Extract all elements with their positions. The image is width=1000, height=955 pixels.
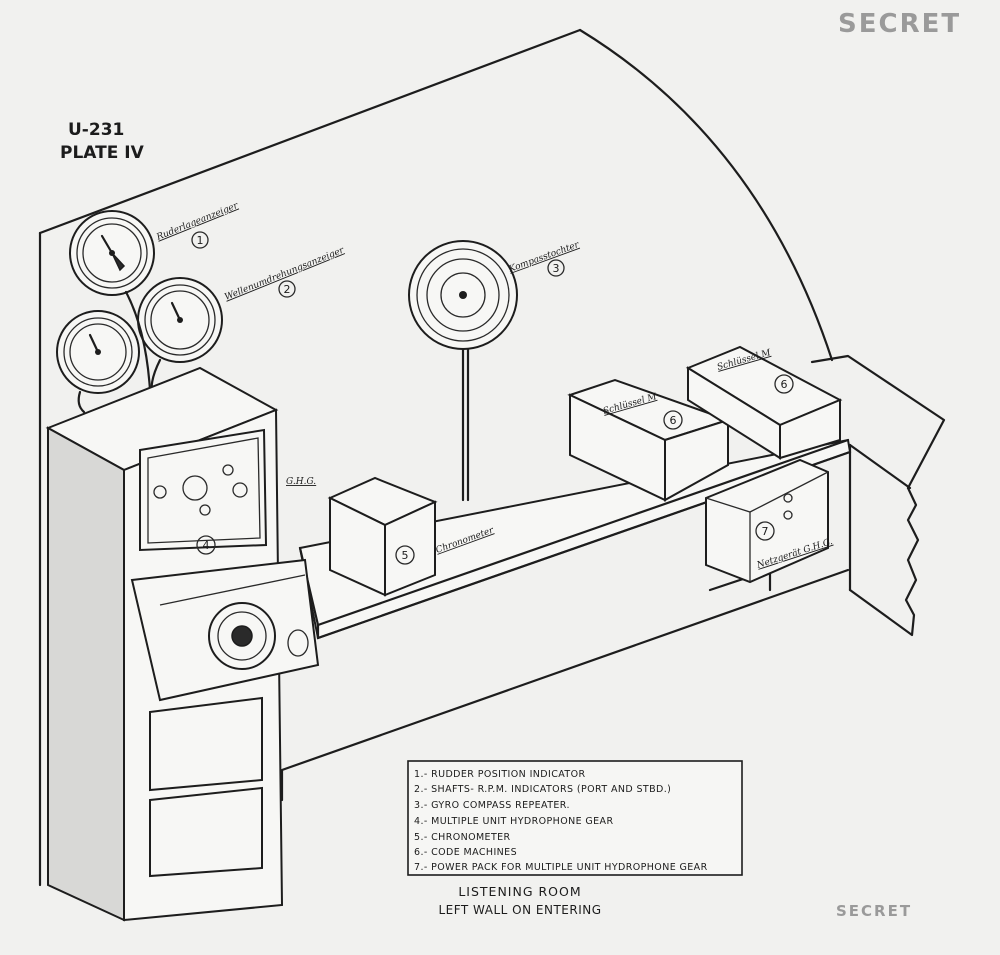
chronometer-box bbox=[327, 476, 438, 597]
boat-label: U-231 bbox=[68, 120, 124, 140]
legend-item-2: 2.- SHAFTS- R.P.M. INDICATORS (PORT AND … bbox=[414, 784, 671, 795]
svg-text:3: 3 bbox=[553, 262, 560, 275]
marker-6-left: 6 bbox=[663, 410, 683, 430]
label-compass: Kompasstochter bbox=[507, 240, 581, 275]
power-pack bbox=[705, 458, 829, 584]
svg-text:5: 5 bbox=[402, 549, 409, 562]
legend: 1.- RUDDER POSITION INDICATOR 2.- SHAFTS… bbox=[407, 760, 743, 876]
gauge-shaft-rpm-lower bbox=[56, 310, 140, 394]
marker-2: 2 bbox=[278, 280, 296, 298]
code-machine-left bbox=[567, 378, 732, 502]
svg-text:4: 4 bbox=[203, 539, 210, 552]
caption-subtitle: LEFT WALL ON ENTERING bbox=[438, 903, 601, 917]
svg-text:1: 1 bbox=[197, 234, 204, 247]
svg-text:7: 7 bbox=[762, 525, 769, 538]
gauge-rudder-position bbox=[69, 210, 155, 296]
legend-item-3: 3.- GYRO COMPASS REPEATER. bbox=[414, 800, 570, 811]
label-ghg: G.H.G. bbox=[286, 477, 316, 487]
svg-text:2: 2 bbox=[284, 283, 291, 296]
legend-item-1: 1.- RUDDER POSITION INDICATOR bbox=[414, 769, 585, 780]
wall-outline bbox=[38, 28, 946, 887]
gyro-compass-repeater bbox=[408, 240, 518, 502]
marker-3: 3 bbox=[547, 259, 565, 277]
legend-item-5: 5.- CHRONOMETER bbox=[414, 832, 511, 843]
svg-text:6: 6 bbox=[670, 414, 677, 427]
legend-item-7: 7.- POWER PACK FOR MULTIPLE UNIT HYDROPH… bbox=[414, 862, 708, 873]
svg-text:6: 6 bbox=[781, 378, 788, 391]
marker-6-right: 6 bbox=[774, 374, 794, 394]
legend-item-6: 6.- CODE MACHINES bbox=[414, 847, 517, 858]
secret-stamp-bottom: SECRET bbox=[836, 902, 912, 920]
legend-item-4: 4.- MULTIPLE UNIT HYDROPHONE GEAR bbox=[414, 816, 613, 827]
code-machine-right bbox=[685, 345, 843, 460]
marker-1: 1 bbox=[191, 231, 209, 249]
secret-stamp-top: SECRET bbox=[838, 9, 961, 39]
gauge-shaft-rpm-upper bbox=[137, 277, 223, 363]
marker-5: 5 bbox=[395, 545, 415, 565]
plate-label: PLATE IV bbox=[60, 143, 145, 163]
marker-4: 4 bbox=[196, 535, 216, 555]
hydrophone-console bbox=[45, 366, 320, 922]
marker-7: 7 bbox=[755, 521, 775, 541]
caption-title: LISTENING ROOM bbox=[458, 884, 581, 899]
